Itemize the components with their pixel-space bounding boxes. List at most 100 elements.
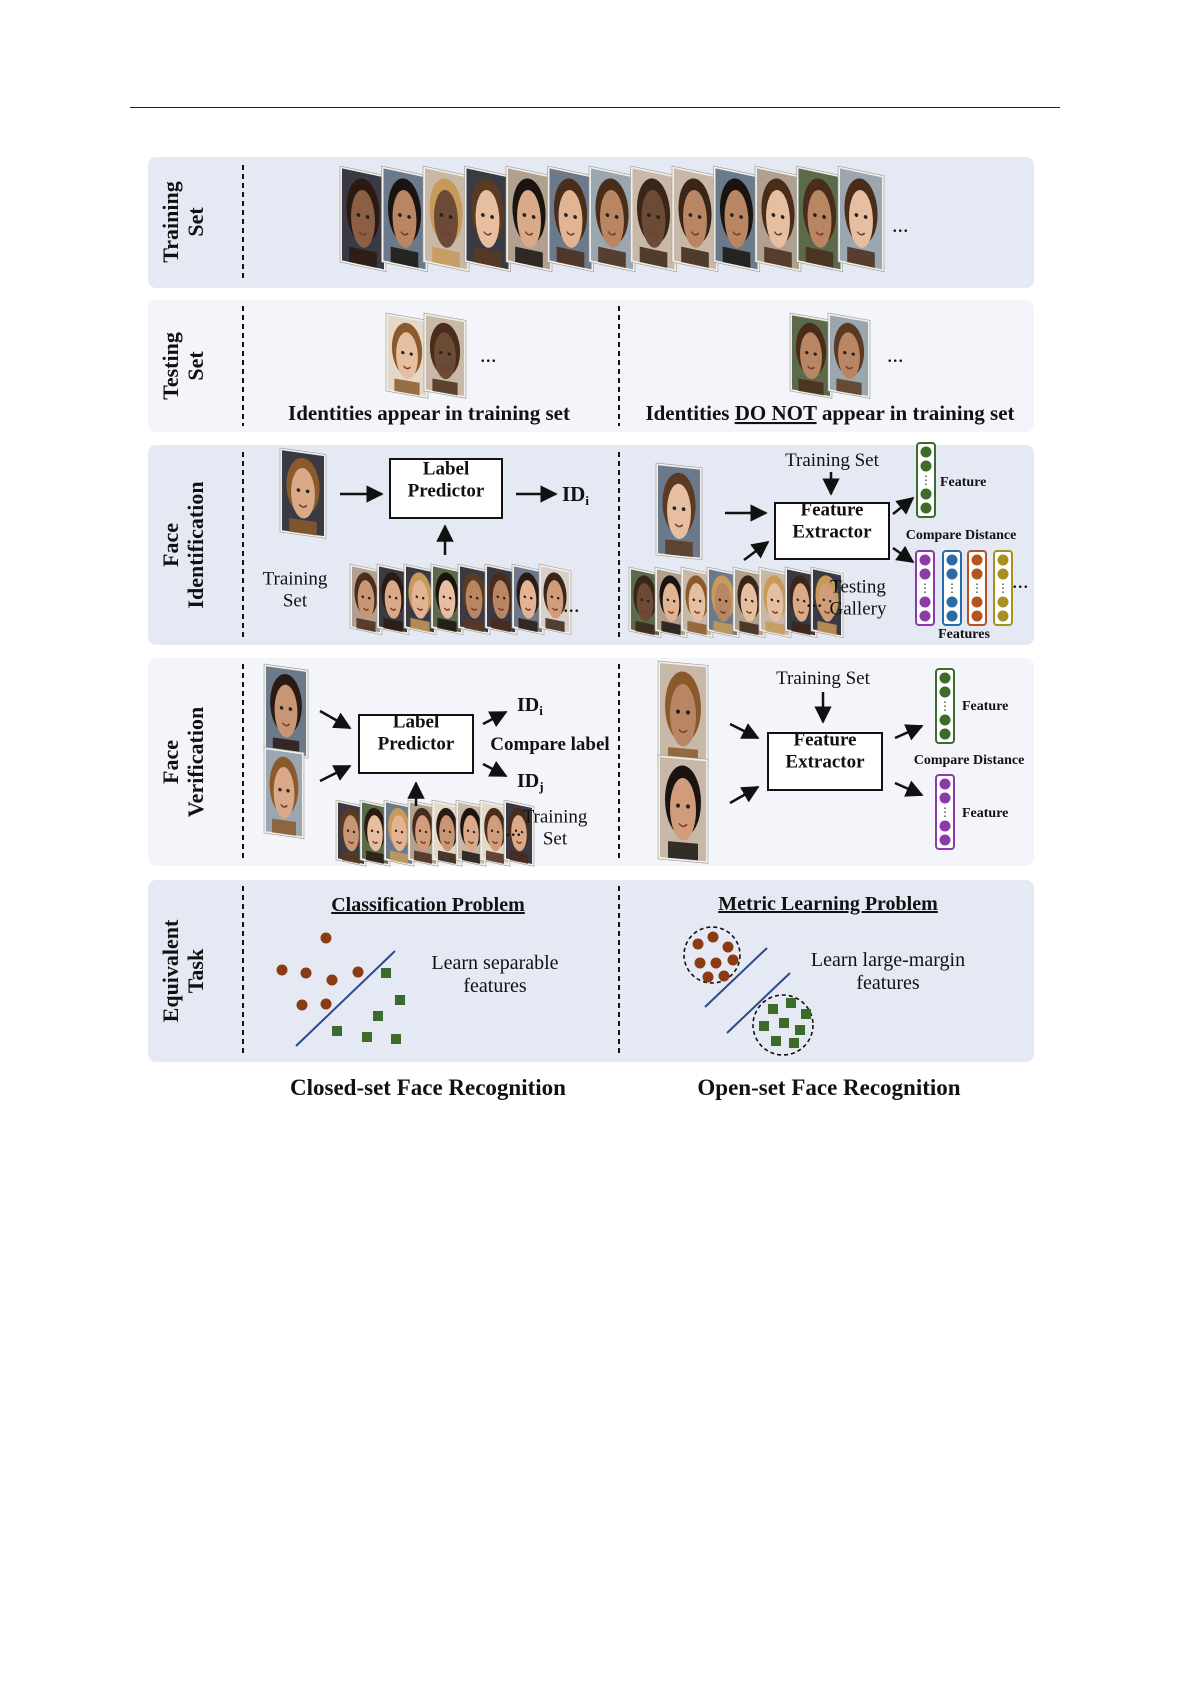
metric-title: Metric Learning Problem bbox=[718, 893, 938, 915]
feature-vector: ⋮ bbox=[915, 550, 935, 626]
compare-distance-label-verif: Compare Distance bbox=[914, 753, 1025, 768]
ellipsis: ... bbox=[806, 587, 823, 612]
closed-set-caption: Closed-set Face Recognition bbox=[290, 1075, 566, 1100]
id-j-label: IDj bbox=[517, 770, 544, 794]
face-photo bbox=[713, 165, 760, 273]
svg-text:⋮: ⋮ bbox=[939, 699, 951, 713]
open-set-caption: Open-set Face Recognition bbox=[697, 1075, 960, 1100]
task-scatter-plots bbox=[276, 926, 814, 1056]
cluster-boundary bbox=[683, 926, 741, 984]
class-a-point bbox=[710, 957, 722, 969]
feature-top-label: Feature bbox=[962, 699, 1008, 714]
face-photo bbox=[837, 165, 885, 273]
face-photo bbox=[654, 566, 688, 639]
face-photo bbox=[339, 165, 387, 273]
face-photo bbox=[381, 165, 428, 273]
class-a-point bbox=[707, 931, 719, 943]
face-photo bbox=[758, 566, 792, 639]
face-photo bbox=[464, 165, 511, 273]
face-photo bbox=[810, 566, 844, 639]
face-photo bbox=[503, 799, 535, 867]
row-label-face-identification: FaceIdentification bbox=[158, 481, 208, 608]
face-photo bbox=[628, 566, 662, 639]
feature-vector: ⋮ bbox=[993, 550, 1013, 626]
face-photo bbox=[547, 165, 594, 273]
face-photo bbox=[655, 462, 703, 561]
face-photo bbox=[431, 799, 463, 867]
feature-bottom-label: Feature bbox=[962, 806, 1008, 821]
closed-testing-caption: Identities appear in training set bbox=[288, 401, 570, 425]
face-photo bbox=[279, 447, 327, 539]
face-photo bbox=[588, 165, 636, 273]
class-b-point bbox=[373, 1011, 383, 1021]
class-b-point bbox=[391, 1034, 401, 1044]
class-b-point bbox=[789, 1038, 799, 1048]
face-photo bbox=[383, 799, 415, 867]
svg-text:⋮: ⋮ bbox=[919, 581, 931, 595]
face-photo bbox=[671, 165, 719, 273]
arrow bbox=[729, 785, 760, 805]
ellipsis: ... bbox=[563, 592, 580, 617]
class-b-point bbox=[795, 1025, 805, 1035]
row-label-training-set: TrainingSet bbox=[158, 181, 208, 263]
face-photo bbox=[657, 754, 709, 864]
open-caption-prefix: Identities bbox=[645, 401, 734, 425]
test-closed-face-stack bbox=[385, 312, 467, 399]
ellipsis: ... bbox=[1012, 568, 1029, 593]
face-photo bbox=[732, 566, 766, 639]
face-photo bbox=[479, 799, 511, 867]
class-a-point bbox=[718, 970, 730, 982]
top-rule bbox=[130, 107, 1060, 108]
feature-vector: ⋮ bbox=[935, 774, 955, 850]
arrow bbox=[319, 764, 352, 783]
ellipsis: ... bbox=[480, 342, 497, 367]
class-a-point bbox=[326, 974, 338, 986]
classification-title: Classification Problem bbox=[331, 894, 525, 916]
verif-training-set-top: Training Set bbox=[776, 668, 871, 689]
face-photo bbox=[706, 566, 740, 639]
svg-text:⋮: ⋮ bbox=[997, 581, 1009, 595]
svg-text:⋮: ⋮ bbox=[920, 473, 932, 487]
row-label-testing-set: TestingSet bbox=[158, 332, 208, 400]
face-photo bbox=[376, 563, 410, 636]
training-face-stack bbox=[339, 165, 885, 273]
arrow bbox=[892, 496, 915, 515]
face-photo bbox=[407, 799, 439, 867]
class-a-point bbox=[352, 966, 364, 978]
class-b-point bbox=[786, 998, 796, 1008]
feature-vectors: ⋮⋮⋮⋮⋮ bbox=[915, 442, 1013, 626]
feature-vector: ⋮ bbox=[935, 668, 955, 744]
equivalent-task-panel bbox=[148, 880, 1034, 1062]
face-photo bbox=[789, 312, 833, 399]
face-photo bbox=[657, 660, 709, 770]
class-a-point bbox=[320, 998, 332, 1010]
face-photo bbox=[385, 312, 429, 399]
svg-text:⋮: ⋮ bbox=[946, 581, 958, 595]
class-b-point bbox=[768, 1004, 778, 1014]
face-photo bbox=[827, 312, 871, 399]
feature-vectors-verif: ⋮⋮ bbox=[935, 668, 955, 850]
id-i-label: IDi bbox=[517, 694, 543, 718]
class-b-point bbox=[779, 1018, 789, 1028]
feature-extractor-box-verif bbox=[767, 732, 883, 791]
class-a-point bbox=[692, 938, 704, 950]
face-photo bbox=[335, 799, 367, 867]
face-photo bbox=[349, 563, 383, 636]
compare-label-text: Compare label bbox=[490, 734, 609, 755]
class-a-point bbox=[722, 941, 734, 953]
id-output: IDi bbox=[562, 482, 589, 508]
face-photo bbox=[796, 165, 843, 273]
face-photo bbox=[505, 165, 553, 273]
face-photo bbox=[784, 566, 818, 639]
label-predictor-box-verif bbox=[358, 714, 474, 774]
face-photo bbox=[754, 165, 802, 273]
svg-text:⋮: ⋮ bbox=[939, 805, 951, 819]
class-a-point bbox=[300, 967, 312, 979]
compare-distance-label: Compare Distance bbox=[906, 528, 1017, 543]
arrow bbox=[892, 545, 915, 564]
